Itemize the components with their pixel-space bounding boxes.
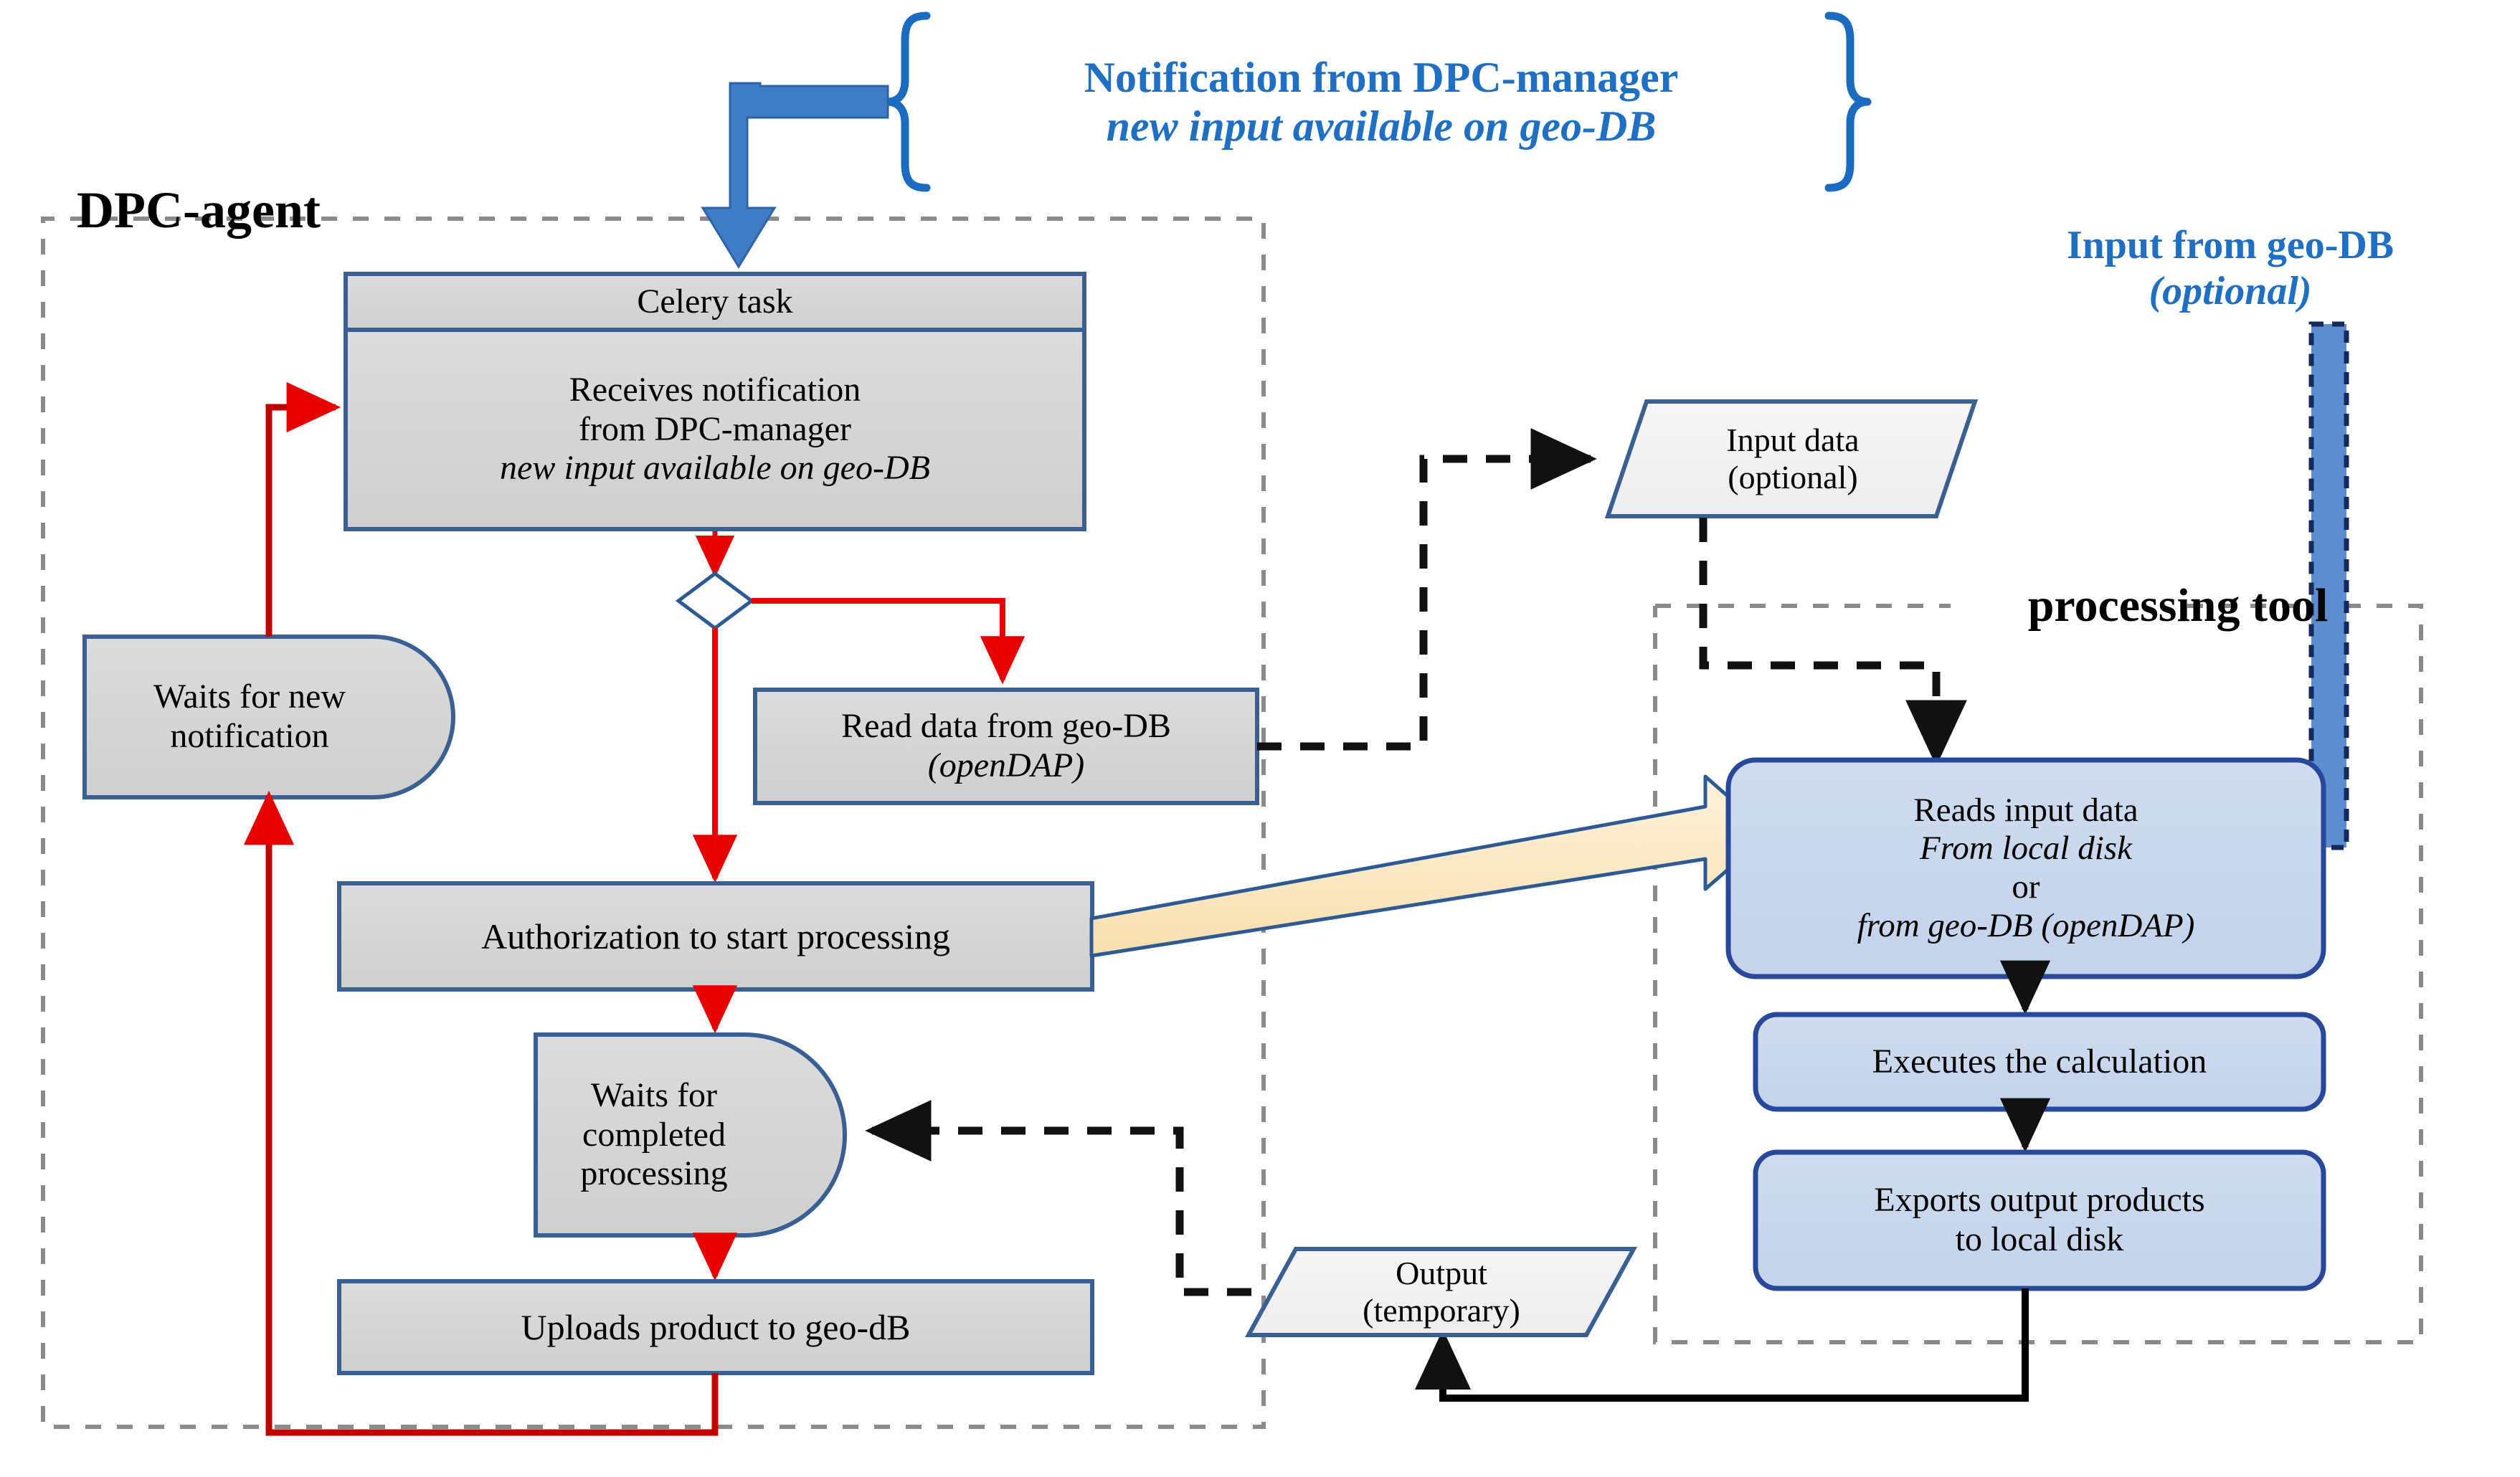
waits-completed-line-3: processing: [580, 1154, 728, 1193]
node-waits-for-new-notification-label: Waits for new notification: [85, 638, 415, 796]
input-data-line-1: Input data: [1726, 421, 1860, 458]
container-dpc-agent-label: DPC-agent: [77, 181, 321, 239]
waits-new-line-2: notification: [170, 717, 329, 755]
edge-waits-new-to-celery: [265, 381, 341, 637]
node-uploads-product: [337, 1279, 1094, 1375]
notification-annotation-line2: new input available on geo-DB: [1106, 103, 1657, 150]
node-read-data-geodb-label: Read data from geo-DB (openDAP): [755, 691, 1257, 802]
edge-output-to-waits-completed: [865, 1100, 1251, 1296]
node-celery-task: [344, 272, 1086, 531]
input-data-line-2: (optional): [1728, 459, 1858, 495]
reads-input-line-2: From local disk: [1920, 830, 2132, 868]
edge-uploads-to-waits-new: [243, 790, 719, 1436]
node-input-data-optional: [1604, 399, 1979, 518]
node-uploads-product-label: Uploads product to geo-dB: [521, 1306, 911, 1347]
celery-body-line-3: new input available on geo-DB: [500, 449, 930, 488]
node-exports-output-products-label: Exports output products to local disk: [1756, 1154, 2324, 1287]
node-authorization-label: Authorization to start processing: [480, 916, 951, 956]
notification-annotation: Notification from DPC-manager new input …: [932, 13, 1830, 191]
node-decision-diamond: [675, 571, 755, 631]
edge-read-data-to-input-data: [1257, 428, 1597, 751]
reads-input-line-1: Reads input data: [1913, 791, 2138, 829]
input-geodb-annotation-line2: (optional): [2149, 269, 2312, 313]
node-input-data-optional-label: Input data (optional): [1614, 403, 1972, 515]
node-reads-input-data-label: Reads input data From local disk or from…: [1730, 763, 2322, 974]
waits-completed-line-2: completed: [582, 1115, 726, 1154]
node-waits-for-new-notification: [82, 635, 455, 799]
read-data-line-1: Read data from geo-DB: [841, 707, 1171, 746]
exports-line-2: to local disk: [1955, 1220, 2124, 1258]
exports-line-1: Exports output products: [1874, 1181, 2205, 1220]
notification-annotation-line1: Notification from DPC-manager: [1084, 53, 1679, 101]
node-output-temporary: [1244, 1247, 1638, 1337]
input-geodb-annotation-line1: Input from geo-DB: [2066, 223, 2395, 268]
node-celery-task-body-label: Receives notification from DPC-manager n…: [346, 331, 1084, 528]
edge-decision-to-read-data: [752, 598, 1025, 685]
reads-input-line-4: from geo-DB (openDAP): [1857, 906, 2195, 944]
input-geodb-annotation: Input from geo-DB (optional): [1958, 215, 2503, 323]
read-data-line-2: (openDAP): [927, 746, 1085, 784]
container-dpc-agent: [41, 217, 1266, 1429]
waits-new-line-1: Waits for new: [153, 678, 346, 716]
output-line-2: (temporary): [1363, 1292, 1520, 1329]
node-waits-for-completed-processing: [534, 1032, 847, 1238]
celery-body-line-2: from DPC-manager: [579, 409, 851, 448]
node-exports-output-products: [1753, 1149, 2326, 1291]
container-processing-tool-label: processing tool: [2027, 579, 2329, 632]
edge-notification-to-celery: [701, 82, 889, 269]
node-celery-task-header-label: Celery task: [637, 282, 793, 320]
node-executes-the-calculation-label: Executes the calculation: [1872, 1042, 2207, 1081]
node-waits-for-completed-processing-label: Waits for completed processing: [536, 1036, 772, 1234]
node-output-temporary-label: Output (temporary): [1255, 1250, 1628, 1334]
celery-body-line-1: Receives notification: [569, 370, 861, 409]
output-line-1: Output: [1396, 1254, 1487, 1291]
edge-input-data-to-reads-input: [1699, 518, 1967, 766]
reads-input-line-3: or: [2012, 868, 2040, 906]
waits-completed-line-1: Waits for: [590, 1075, 718, 1114]
edge-exports-to-output: [1415, 1288, 2029, 1402]
